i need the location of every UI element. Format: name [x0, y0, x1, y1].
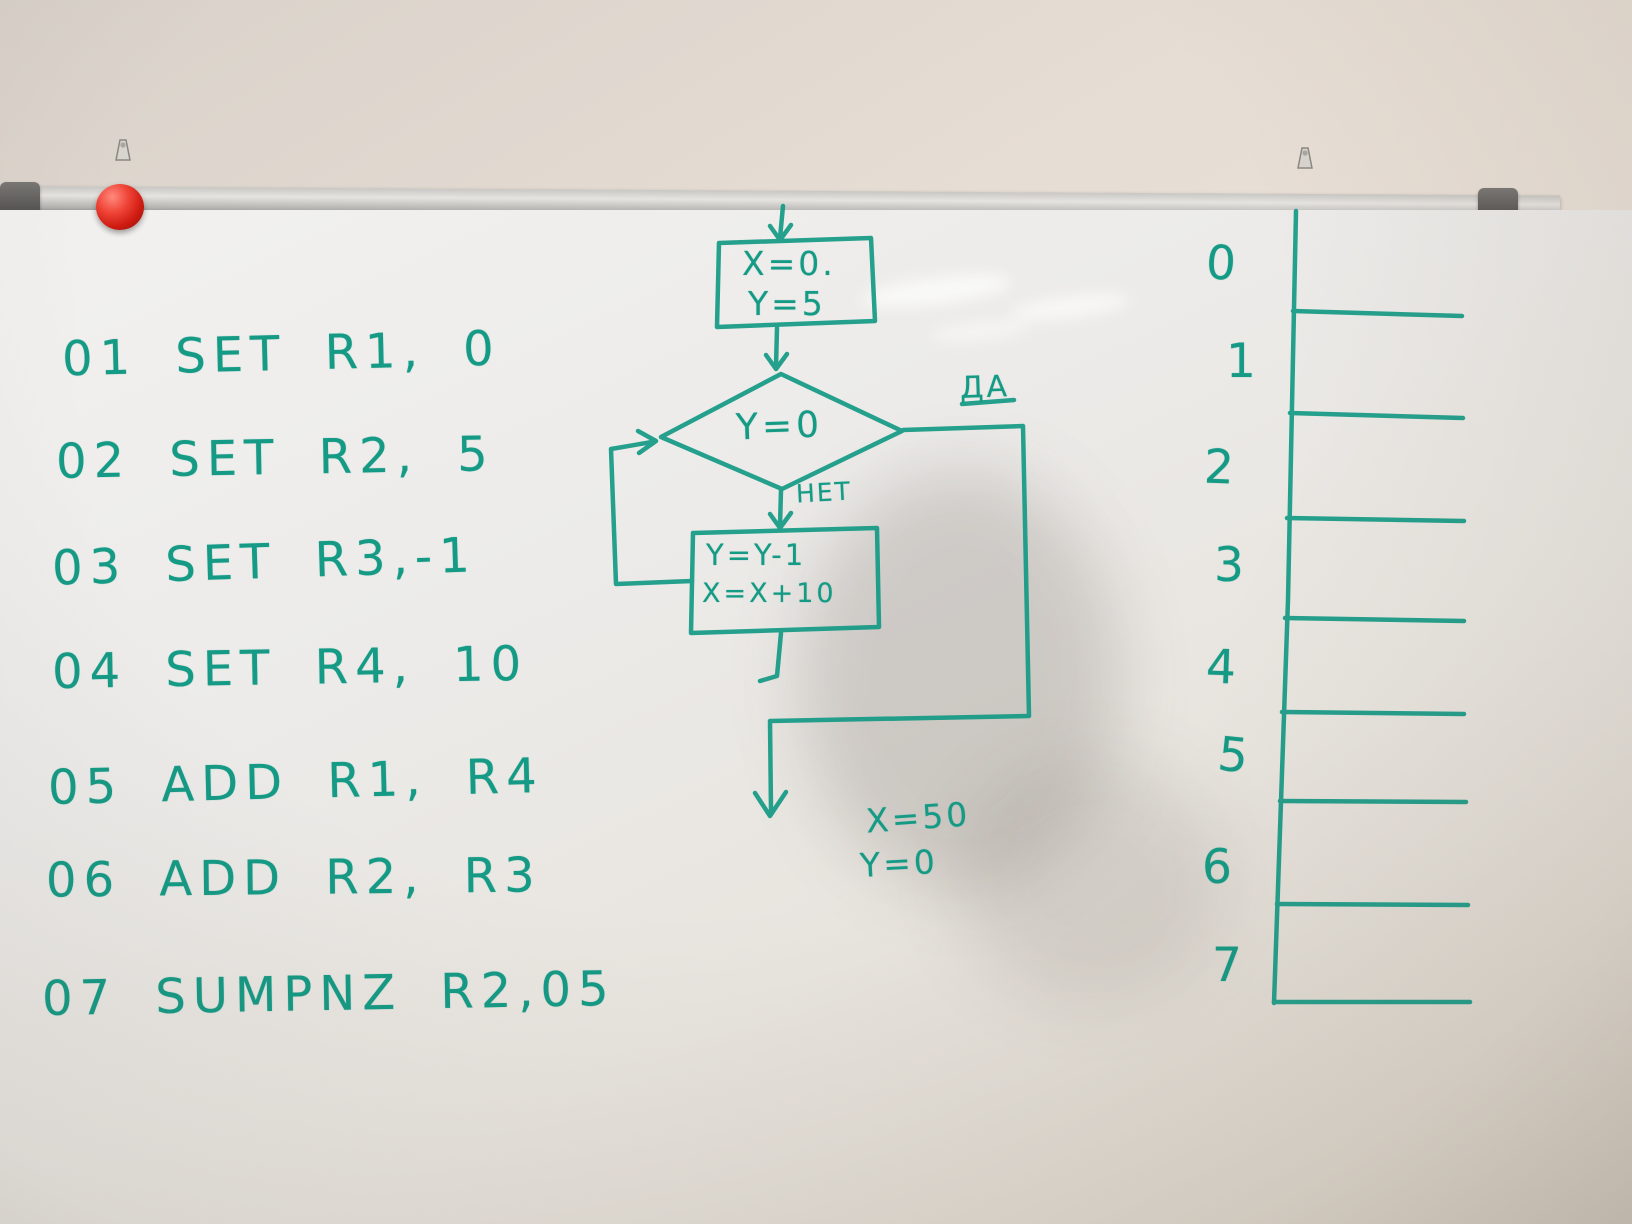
memory-cell-label: 3: [1214, 538, 1244, 593]
memory-table-vertical: [1271, 208, 1299, 1006]
memory-cell-label: 1: [1226, 334, 1256, 389]
program-line: 02 SET R2, 5: [55, 426, 496, 490]
memory-cell-label: 2: [1203, 439, 1235, 496]
program-line: 07 SUMPNZ R2,05: [41, 960, 617, 1028]
result-line2: Y=0: [859, 841, 939, 886]
flow-yes-branch: [767, 423, 1032, 813]
decision-label: Y=0: [735, 404, 824, 449]
program-line: 01 SET R1, 0: [61, 320, 502, 388]
process-box-line1: Y=Y-1: [706, 538, 807, 572]
photo-shadow: [800, 470, 1120, 890]
flow-loop-line: [608, 439, 695, 587]
program-line: 04 SET R4, 10: [51, 635, 529, 701]
flow-init-box: [714, 235, 878, 330]
yes-branch-label: ДА: [959, 369, 1011, 406]
memory-cell-label: 0: [1204, 235, 1238, 292]
whiteboard-surface: [0, 210, 1632, 1224]
result-line1: X=50: [864, 794, 972, 841]
no-branch-label: НЕТ: [795, 476, 853, 509]
memory-cell-label: 5: [1215, 726, 1251, 785]
wall-hook-icon: [115, 139, 131, 161]
flow-entry-arrow: [777, 203, 786, 241]
photo-shadow: [960, 760, 1220, 1000]
program-line: 06 ADD R2, R3: [45, 847, 542, 909]
wall-hook-icon: [1297, 147, 1313, 169]
memory-cell-label: 6: [1202, 840, 1232, 895]
flow-process-box: [688, 525, 882, 636]
process-box-line2: X=X+10: [702, 578, 837, 609]
init-box-line2: Y=5: [748, 284, 826, 323]
memory-cell-label: 7: [1212, 938, 1242, 993]
memory-cell-label: 4: [1205, 639, 1237, 696]
init-box-line1: X=0.: [742, 244, 836, 283]
red-magnet: [96, 184, 144, 230]
